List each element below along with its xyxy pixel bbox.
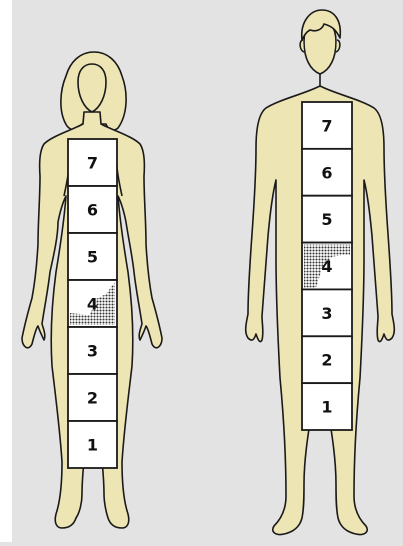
male-segment-4-label: 4 [321,257,332,276]
female-segment-7-label: 7 [87,154,98,173]
male-segment-2-label: 2 [321,351,332,370]
male-segment-7-label: 7 [321,116,332,135]
male-segment-column: 7 6 5 4 3 2 1 [302,102,352,430]
male-segment-6-label: 6 [321,163,332,182]
margin-strip [0,0,12,542]
male-segment-1-label: 1 [321,398,332,417]
female-segment-3-label: 3 [87,342,98,361]
male-segment-5-label: 5 [321,210,332,229]
female-segment-column: 7 6 5 4 3 2 1 [68,139,117,468]
male-segment-3-label: 3 [321,304,332,323]
female-segment-4-label: 4 [87,295,98,314]
female-segment-5-label: 5 [87,248,98,267]
female-segment-1-label: 1 [87,436,98,455]
female-segment-6-label: 6 [87,201,98,220]
female-segment-2-label: 2 [87,389,98,408]
